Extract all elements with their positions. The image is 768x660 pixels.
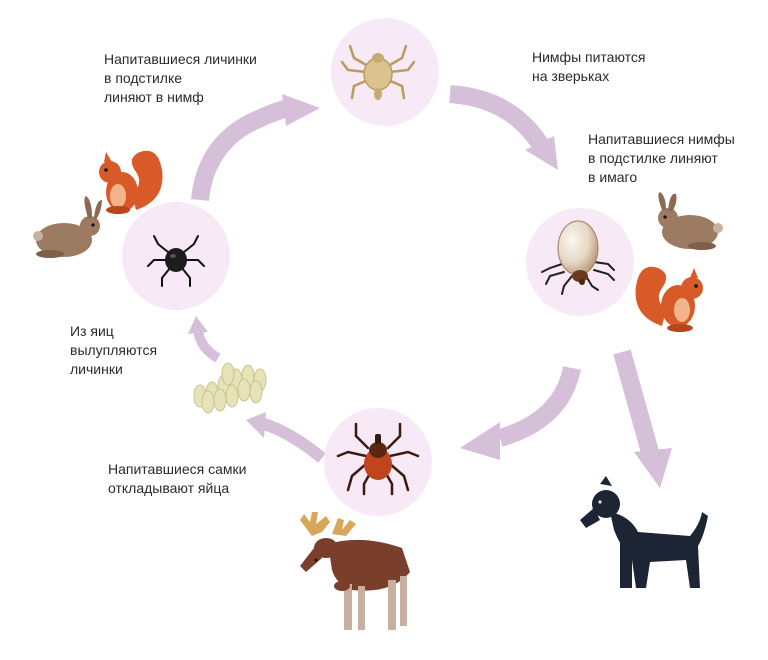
label-line: Напитавшиеся нимфы (588, 131, 735, 147)
label-line: личинки (70, 361, 123, 377)
stage-label-nymphs-molt: Напитавшиеся нимфы в подстилке линяют в … (588, 130, 735, 187)
label-line: вылупляются (70, 342, 158, 358)
larva-tick-icon (147, 235, 205, 287)
squirrel-icon (635, 266, 703, 332)
elk-icon (300, 512, 410, 630)
squirrel-icon (99, 150, 163, 214)
label-line: на зверьках (532, 68, 610, 84)
label-line: в имаго (588, 169, 638, 185)
arrow-eggs-to-larva (188, 316, 221, 363)
stage-label-females-lay: Напитавшиеся самки откладывают яйца (108, 460, 246, 498)
eggs-icon (193, 362, 267, 414)
arrow-nymph-to-engorged (449, 85, 558, 170)
cycle-arrows (188, 85, 672, 488)
arrow-larva-to-nymph (191, 94, 320, 202)
stage-label-eggs-hatch: Из яиц вылупляются личинки (70, 322, 157, 379)
label-line: откладывают яйца (108, 480, 230, 496)
label-line: в подстилке (104, 70, 183, 86)
engorged-tick-icon (541, 220, 615, 295)
stage-label-larvae-molt: Напитавшиеся личинки в подстилке линяют … (104, 50, 257, 107)
label-line: Из яиц (70, 323, 114, 339)
adult-female-tick-icon (336, 422, 420, 496)
arrow-engorged-to-dog (613, 349, 672, 488)
dog-icon (580, 476, 708, 588)
label-line: линяют в нимф (104, 89, 204, 105)
label-line: Напитавшиеся личинки (104, 51, 257, 67)
stage-label-nymphs-feed: Нимфы питаются на зверьках (532, 48, 646, 86)
nymph-tick-icon (340, 44, 416, 100)
hare-icon (33, 196, 102, 258)
hare-icon (658, 192, 723, 250)
label-line: Нимфы питаются (532, 49, 646, 65)
label-line: в подстилке линяют (588, 150, 718, 166)
label-line: Напитавшиеся самки (108, 461, 247, 477)
arrow-female-to-eggs (246, 412, 326, 463)
arrow-engorged-to-female (460, 365, 581, 460)
